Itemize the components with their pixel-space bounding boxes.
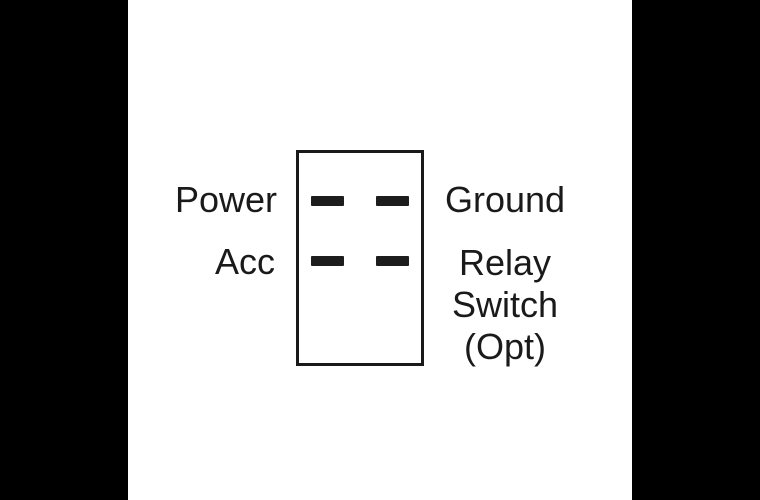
pillarbox-left (0, 0, 128, 500)
terminal-acc-contact (311, 256, 344, 266)
label-acc: Acc (214, 241, 275, 282)
terminal-relay-contact (376, 256, 409, 266)
terminal-ground-contact (376, 196, 409, 206)
label-power: Power (174, 179, 277, 220)
label-relay-line2: Switch (451, 284, 559, 325)
label-relay-switch-opt: Relay Switch (Opt) (440, 242, 570, 368)
terminal-power-contact (311, 196, 344, 206)
label-relay-line3: (Opt) (463, 326, 546, 367)
label-relay-line1: Relay (458, 242, 552, 283)
pillarbox-right (632, 0, 760, 500)
switch-body-outline (296, 150, 424, 366)
label-ground: Ground (444, 179, 566, 220)
